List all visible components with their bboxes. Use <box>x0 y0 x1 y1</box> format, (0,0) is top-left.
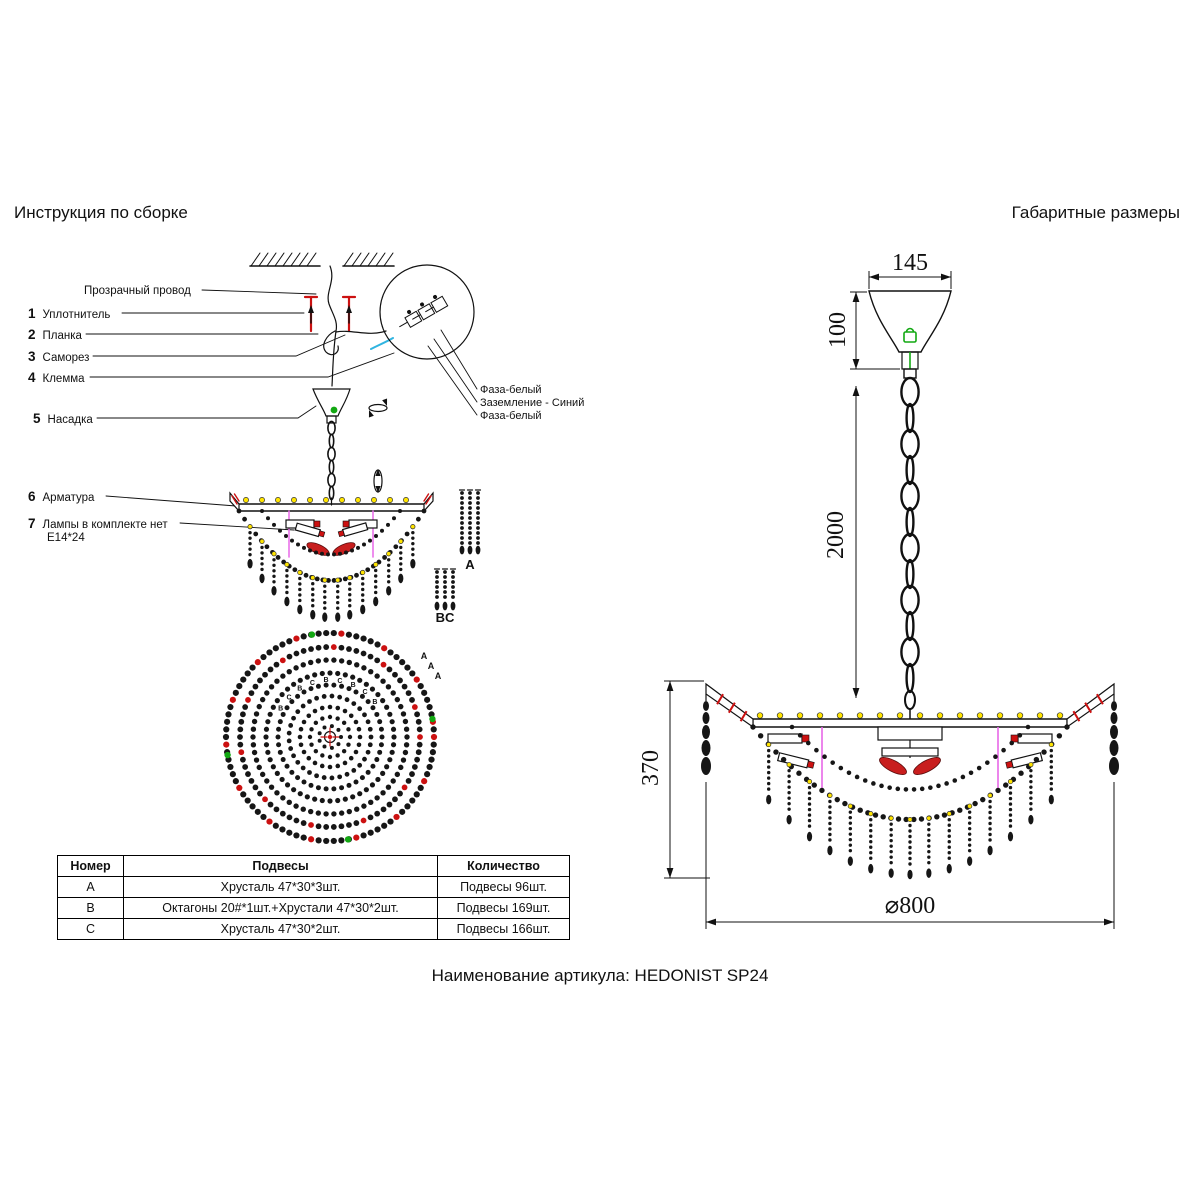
ceiling-hatch <box>249 252 395 267</box>
svg-text:C: C <box>310 680 315 687</box>
wire-branch <box>335 330 387 334</box>
wiring-label-ground: Заземление - Синий <box>480 397 585 409</box>
row-qty: Подвесы 169шт. <box>437 897 570 919</box>
table-row: A Хрусталь 47*30*3шт. Подвесы 96шт. <box>57 876 570 898</box>
row-letter: C <box>57 918 124 940</box>
part-text: Насадка <box>47 414 93 426</box>
part-label-1: 1 Уплотнитель <box>28 306 110 321</box>
part-label-4: 4 Клемма <box>28 370 85 385</box>
chain-small <box>327 420 336 506</box>
col-header-pendants: Подвесы <box>123 855 438 877</box>
part-label-6: 6 Арматура <box>28 489 94 504</box>
wire-label-text: Прозрачный провод <box>84 285 191 297</box>
row-qty: Подвесы 96шт. <box>437 876 570 898</box>
strand-label-bc: BC <box>436 610 455 625</box>
dim-chain-length: 2000 <box>823 511 849 559</box>
row-desc: Хрусталь 47*30*2шт. <box>123 918 438 940</box>
blue-ground-wire <box>370 337 394 350</box>
dim-canopy-width: 145 <box>892 250 928 276</box>
detail-balloon <box>379 264 475 360</box>
table-row: C Хрусталь 47*30*2шт. Подвесы 166шт. <box>57 918 570 940</box>
dim-body-height: 370 <box>638 750 664 786</box>
part-label-7: 7 Лампы в комплекте нет <box>28 516 168 531</box>
left-section-title: Инструкция по сборке <box>14 203 188 222</box>
svg-text:C: C <box>363 689 368 696</box>
part-text: Арматура <box>42 492 95 504</box>
part-text: Уплотнитель <box>42 309 111 321</box>
pendant-table: Номер Подвесы Количество A Хрусталь 47*3… <box>57 855 570 940</box>
svg-text:B: B <box>323 677 328 684</box>
part-text: Саморез <box>42 352 90 364</box>
row-letter: A <box>57 876 124 898</box>
hook-bracket <box>323 330 339 356</box>
rotation-arrows <box>368 398 388 493</box>
wire-label: Прозрачный провод <box>84 285 191 297</box>
mount-screws <box>303 295 357 333</box>
part-number: 4 <box>28 370 36 385</box>
svg-text:B: B <box>351 682 356 689</box>
part-number: 5 <box>33 411 41 426</box>
part-text: Клемма <box>42 373 85 385</box>
col-header-number: Номер <box>57 855 124 877</box>
table-row: B Октагоны 20#*1шт.+Хрустали 47*30*2шт. … <box>57 897 570 919</box>
svg-text:A: A <box>428 661 435 671</box>
wiring-label-phase-1: Фаза-белый <box>480 384 542 396</box>
row-letter: B <box>57 897 124 919</box>
row-qty: Подвесы 166шт. <box>437 918 570 940</box>
wire-leader-lines <box>427 329 478 416</box>
table-header-row: Номер Подвесы Количество <box>57 855 570 877</box>
canopy <box>312 388 351 417</box>
crystal-strand-icons <box>433 489 482 611</box>
canopy-front <box>868 290 952 353</box>
canopy-collar <box>326 415 337 424</box>
part-number: 1 <box>28 306 36 321</box>
part-number: 7 <box>28 516 36 531</box>
part-number: 6 <box>28 489 36 504</box>
chandelier-side-view <box>229 491 434 622</box>
part-text: Лампы в комплекте нет <box>42 519 168 531</box>
part-label-2: 2 Планка <box>28 327 82 342</box>
dim-canopy-height: 100 <box>825 312 851 348</box>
svg-text:C: C <box>337 678 342 685</box>
part-label-5: 5 Насадка <box>33 411 93 426</box>
svg-text:B: B <box>297 686 302 693</box>
svg-text:A: A <box>421 651 428 661</box>
row-desc: Хрусталь 47*30*3шт. <box>123 876 438 898</box>
dimension-diagram: 145 100 2000 370 ⌀800 <box>638 250 1119 929</box>
dim-diameter: ⌀800 <box>885 893 935 919</box>
chain-links <box>900 368 920 719</box>
dimension-lines <box>664 271 1115 929</box>
terminal-block <box>399 294 449 329</box>
article-name: Наименование артикула: HEDONIST SP24 <box>431 966 769 985</box>
chandelier-front-view <box>701 682 1119 880</box>
part-label-7-sub: E14*24 <box>47 532 85 544</box>
svg-text:B: B <box>278 706 283 713</box>
row-desc: Октагоны 20#*1шт.+Хрустали 47*30*2шт. <box>123 897 438 919</box>
part-number: 3 <box>28 349 36 364</box>
col-header-quantity: Количество <box>437 855 570 877</box>
strand-label-a: A <box>465 557 475 572</box>
right-section-title: Габаритные размеры <box>1011 203 1180 222</box>
part-number: 2 <box>28 327 36 342</box>
canopy-green-dot <box>330 406 338 414</box>
svg-text:A: A <box>435 671 442 681</box>
padlock-icon <box>903 327 917 369</box>
part-label-3: 3 Саморез <box>28 349 89 364</box>
svg-text:C: C <box>286 694 291 701</box>
wiring-label-phase-2: Фаза-белый <box>480 410 542 422</box>
svg-text:B: B <box>372 699 377 706</box>
hanging-wire <box>327 265 338 387</box>
part-text: Планка <box>42 330 82 342</box>
part-leader-lines <box>85 289 395 531</box>
